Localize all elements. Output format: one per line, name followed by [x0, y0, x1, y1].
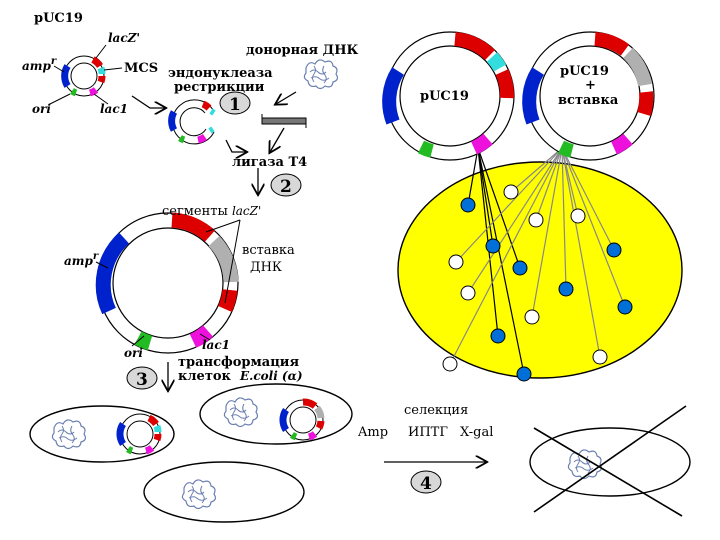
ecoli-label: E.coli (α) — [239, 369, 303, 383]
blue-colony — [617, 299, 633, 315]
xgal-label: X-gal — [460, 425, 493, 440]
ampr-label-top: ampr — [22, 56, 57, 73]
white-colony — [448, 254, 464, 270]
cell-without-plasmid — [143, 461, 305, 523]
cell-with-recombinant-plasmid — [199, 383, 353, 445]
insert-label: вставка — [242, 243, 295, 258]
lines-to-white-colonies — [449, 147, 626, 365]
step-2-number: 2 — [280, 177, 292, 197]
colonies — [442, 184, 633, 382]
recombinant-plasmid-large — [95, 212, 239, 354]
donor-dna-icon — [303, 59, 339, 90]
white-colony — [592, 349, 608, 365]
red-segment — [91, 56, 103, 69]
iptg-label: ИПТГ — [408, 425, 448, 440]
puc19-small-plasmid — [61, 55, 106, 97]
step-1-badge — [219, 91, 251, 115]
puc19-insert-title-1: pUC19 — [560, 64, 609, 79]
blue-colony — [516, 366, 532, 382]
rejected-cell — [529, 405, 691, 517]
dna-label: ДНК — [250, 260, 282, 275]
amp-segment — [61, 64, 71, 88]
selection-label: селекция — [404, 403, 468, 418]
step-3-number: 3 — [136, 370, 148, 390]
white-colony — [524, 309, 540, 325]
blue-colony — [606, 242, 622, 258]
ori-label-top: ori — [32, 102, 51, 116]
ampr-label-mid: ampr — [64, 251, 99, 268]
puc19-large-title: pUC19 — [420, 89, 469, 104]
puc19-insert-title-2: + — [585, 78, 596, 93]
white-colony — [503, 184, 519, 200]
lacz-label-top: lacZ' — [108, 31, 140, 45]
mcs-label: MCS — [124, 61, 158, 76]
puc19-insert-title-3: вставка — [558, 93, 619, 108]
endonuclease-label: эндонуклеаза — [168, 66, 273, 81]
cell-with-plasmid-1 — [29, 405, 175, 463]
step-2-badge — [270, 173, 302, 197]
restriction-label: рестрикции — [174, 80, 265, 95]
white-colony — [460, 285, 476, 301]
blue-colony — [485, 238, 501, 254]
ligase-label: лигаза Т4 — [232, 155, 307, 170]
step-4-number: 4 — [420, 474, 432, 494]
lac1-label-mid: lac1 — [202, 338, 230, 352]
ori-label-mid: ori — [124, 346, 143, 360]
amp-label: Amp — [357, 425, 388, 440]
step-3-badge — [126, 366, 158, 390]
cross-line-1 — [533, 427, 683, 517]
cross-line-2 — [533, 405, 687, 513]
puc19-large-plasmid — [382, 31, 515, 161]
blue-colony — [490, 328, 506, 344]
digested-plasmid — [168, 99, 216, 145]
lac1-label-top: lac1 — [100, 102, 128, 116]
puc19-small-title: pUC19 — [34, 11, 83, 26]
step-4-badge — [410, 470, 442, 494]
blue-colony — [460, 197, 476, 213]
blue-colony — [558, 281, 574, 297]
white-colony — [442, 356, 458, 372]
white-colony — [570, 208, 586, 224]
donor-dna-label: донорная ДНК — [246, 43, 359, 58]
dna-fragment — [261, 117, 307, 125]
segments-label: сегменты lacZ' — [162, 204, 261, 219]
step-1-number: 1 — [229, 95, 241, 115]
puc19-insert-plasmid — [522, 31, 655, 161]
white-colony — [528, 212, 544, 228]
transformation-label: трансформация — [178, 355, 299, 370]
cells-label: клеток — [178, 369, 232, 384]
blue-colony — [512, 260, 528, 276]
